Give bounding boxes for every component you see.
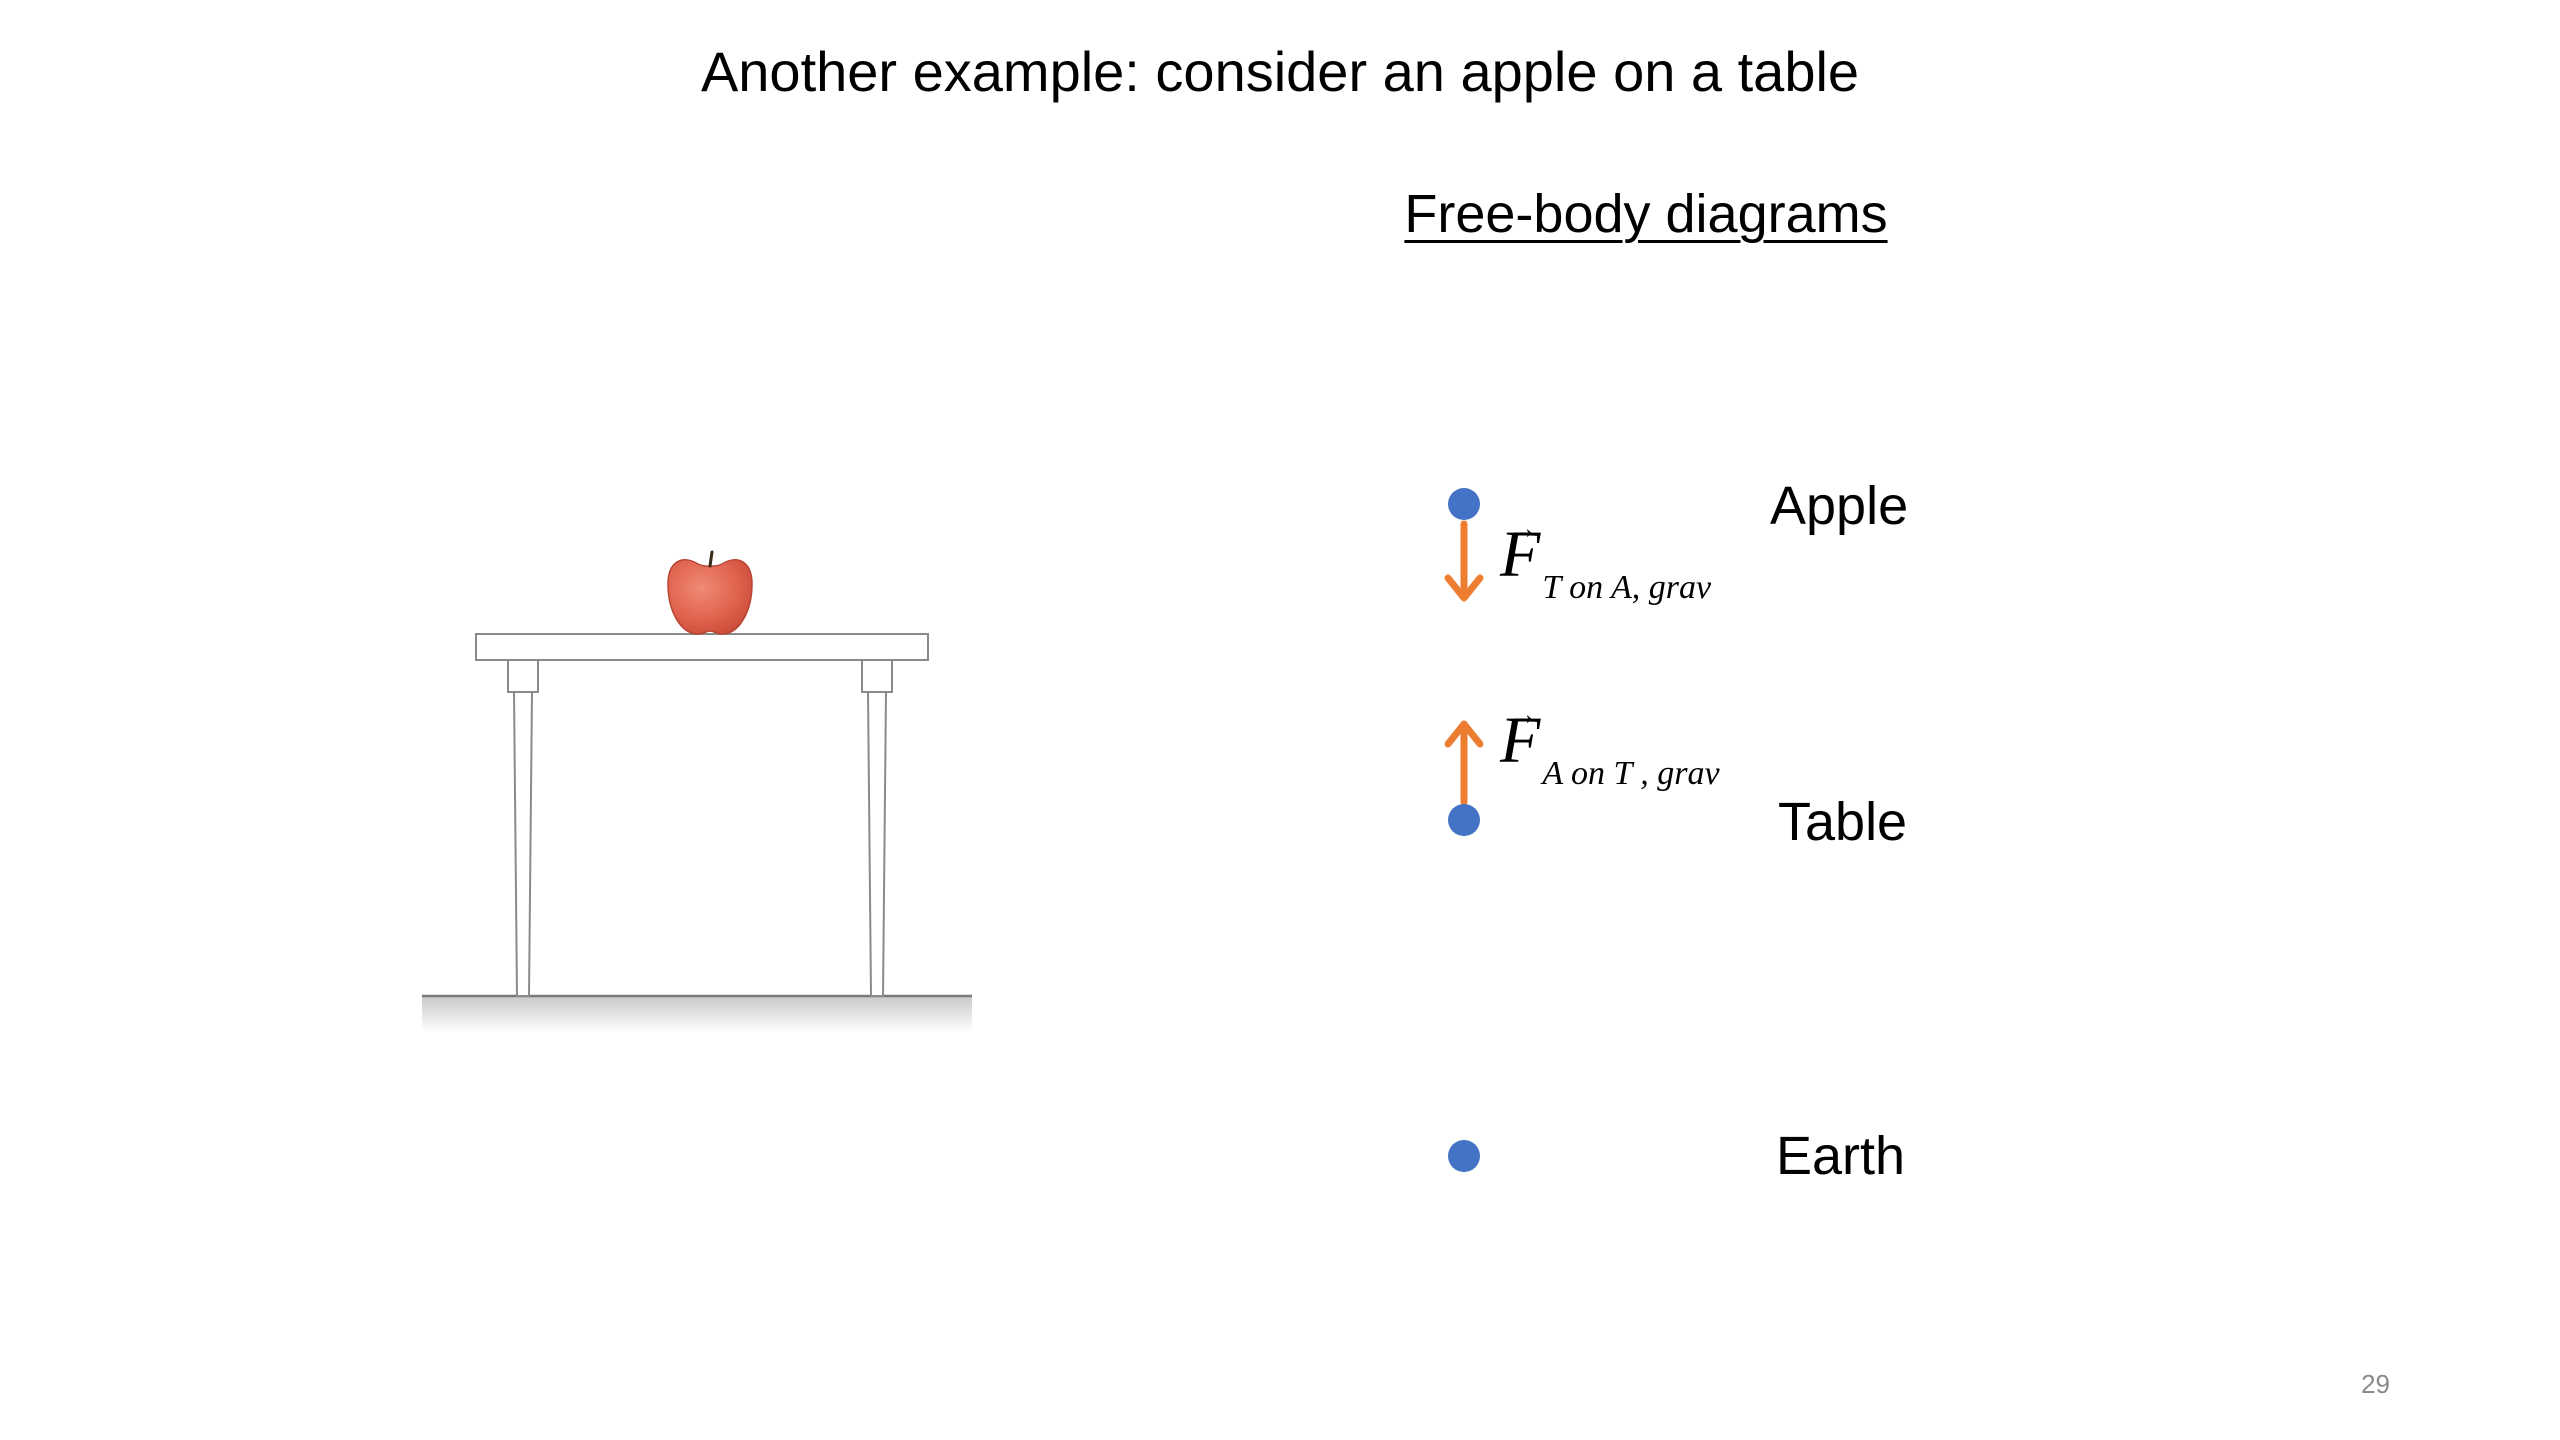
force-label-t-on-a: →FT on A, grav	[1500, 512, 1712, 606]
force-symbol: →F	[1500, 512, 1541, 591]
fbd-graphics	[1444, 488, 1484, 1172]
body-label-apple: Apple	[1770, 476, 1909, 536]
page-number: 29	[2361, 1369, 2390, 1399]
force-label-a-on-t: →FA on T , grav	[1500, 698, 1720, 792]
vector-arrow-icon: →	[1508, 512, 1538, 545]
table-top	[475, 633, 929, 661]
table-leg-right-bracket	[861, 659, 893, 693]
apple	[667, 550, 753, 635]
table	[475, 633, 929, 997]
body-label-earth: Earth	[1776, 1126, 1906, 1186]
table-leg-right	[866, 691, 888, 997]
earth-dot	[1448, 1140, 1480, 1172]
floor	[422, 994, 972, 1032]
slide-title: Another example: consider an apple on a …	[700, 40, 1860, 103]
body-label-table: Table	[1778, 792, 1908, 852]
vector-arrow-icon: →	[1508, 698, 1538, 731]
force-arrow-t-on-a	[1444, 520, 1484, 602]
force-subscript: T on A, grav	[1542, 569, 1712, 606]
apple-on-table-illustration	[422, 550, 972, 1032]
apple-dot	[1448, 488, 1480, 520]
force-arrow-a-on-t	[1444, 720, 1484, 806]
table-leg-left	[512, 691, 534, 997]
fbd-heading: Free-body diagrams	[1404, 184, 1888, 244]
table-dot	[1448, 804, 1480, 836]
force-symbol: →F	[1500, 698, 1541, 777]
force-subscript: A on T , grav	[1542, 755, 1720, 792]
table-leg-left-bracket	[507, 659, 539, 693]
